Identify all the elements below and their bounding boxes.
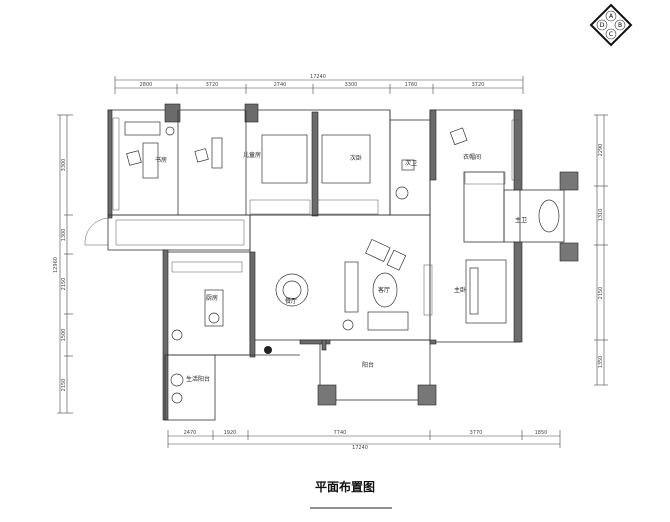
dim-left: 2150: [61, 379, 67, 392]
drawing-title: 平面布置图: [315, 479, 375, 494]
dim-left: 2150: [61, 278, 67, 291]
label-living: 客厅: [378, 286, 390, 294]
dim-bottom: 3770: [470, 430, 483, 436]
compass-icon: A B C D: [589, 3, 633, 47]
label-utility-balcony: 生活阳台: [186, 375, 210, 383]
top-dimension: 17240 2800 3720 2740 3300 1760 3720: [114, 74, 524, 94]
label-master-bath: 主卫: [515, 216, 527, 224]
dim-left: 1500: [61, 329, 67, 342]
label-cloakroom: 衣帽间: [463, 153, 481, 161]
walls: [84, 103, 579, 421]
dim-right: 2150: [598, 287, 604, 300]
dim-bottom: 7740: [334, 430, 347, 436]
dim-left-total: 12960: [53, 257, 59, 273]
dim-top: 3300: [345, 82, 358, 88]
room-labels: 书房 儿童房 次卧 次卫 衣帽间 主卫 主卧 厨房 餐厅 客厅 阳台 生活阳台: [155, 151, 527, 383]
label-balcony: 阳台: [362, 361, 374, 369]
label-dining: 餐厅: [285, 297, 297, 305]
label-second-bedroom: 次卧: [350, 154, 362, 162]
dim-top: 1760: [405, 82, 418, 88]
compass-a: A: [609, 13, 614, 20]
dim-bottom-total: 17240: [352, 445, 368, 451]
dim-bottom: 1850: [535, 430, 548, 436]
dim-left: 3300: [61, 159, 67, 172]
dim-left: 1300: [61, 229, 67, 242]
dim-top: 3720: [206, 82, 219, 88]
compass-b: B: [618, 22, 622, 29]
compass-c: C: [609, 31, 613, 38]
label-child-room: 儿童房: [243, 151, 261, 159]
left-dimension: 12960 3300 1300 2150 1500 2150: [53, 114, 73, 414]
dim-top: 3720: [472, 82, 485, 88]
label-kitchen: 厨房: [206, 294, 218, 302]
dim-right: 2290: [598, 144, 604, 157]
dim-right: 1310: [598, 209, 604, 222]
plant-icon: [264, 346, 272, 354]
dim-top: 2740: [274, 82, 287, 88]
compass-d: D: [600, 22, 605, 29]
dim-bottom: 1920: [224, 430, 237, 436]
dim-bottom: 2470: [184, 430, 197, 436]
bottom-dimension: 2470 1920 7740 3770 1850 17240: [167, 430, 561, 451]
dim-right: 1350: [598, 356, 604, 369]
label-second-bath: 次卫: [405, 159, 417, 167]
dim-top-total: 17240: [310, 74, 326, 80]
right-dimension: 2290 1310 2150 1350: [594, 114, 608, 386]
dim-top: 2800: [140, 82, 153, 88]
label-study: 书房: [155, 156, 167, 164]
furniture: [112, 117, 560, 404]
label-master-bedroom: 主卧: [454, 286, 466, 294]
